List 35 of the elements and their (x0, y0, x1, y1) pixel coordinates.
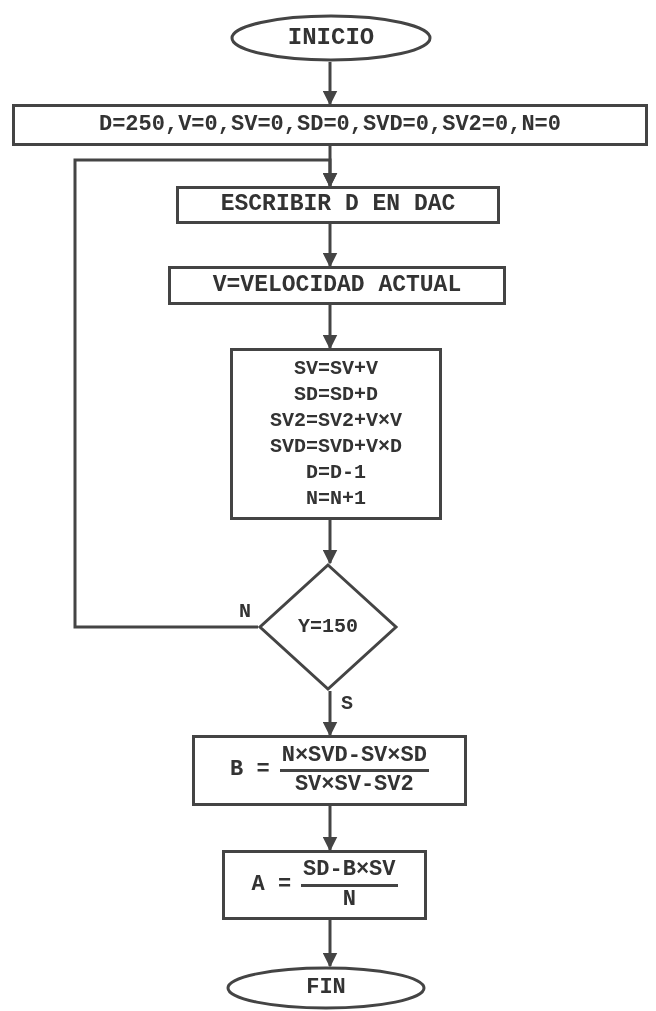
process-text: D=D-1 (306, 460, 366, 486)
flow-arrow (322, 305, 338, 350)
flow-arrow (322, 62, 338, 106)
process-text: V=VELOCIDAD ACTUAL (212, 270, 462, 300)
process-text: N=N+1 (306, 486, 366, 512)
process-box (230, 348, 442, 520)
flow-arrow (322, 691, 338, 737)
terminal-text: INICIO (287, 23, 375, 53)
fraction-numerator: N×SVD-SV×SD (279, 742, 429, 772)
terminal-ellipse (230, 14, 432, 62)
process-text: SV=SV+V (294, 356, 378, 382)
fraction-numerator: SD-B×SV (301, 857, 398, 887)
process-box (168, 266, 506, 305)
flow-arrow (73, 158, 338, 629)
terminal-ellipse (226, 966, 426, 1010)
fraction-denominator: SV×SV-SV2 (294, 772, 414, 799)
formula-lhs: A = (251, 871, 292, 899)
process-box (12, 104, 648, 146)
process-text: ESCRIBIR D EN DAC (220, 190, 456, 220)
process-text: SVD=SVD+V×D (270, 434, 402, 460)
fraction-denominator: N (342, 886, 356, 913)
flow-arrow (322, 806, 338, 852)
formula-box (192, 735, 467, 806)
formula-box (222, 850, 427, 920)
process-text: SV2=SV2+V×V (270, 408, 402, 434)
formula-lhs: B = (230, 757, 270, 784)
terminal-text: FIN (306, 974, 346, 1002)
flow-arrow (322, 520, 338, 565)
decision-diamond (258, 563, 398, 691)
flow-arrow (322, 920, 338, 968)
process-text: D=250,V=0,SV=0,SD=0,SVD=0,SV2=0,N=0 (98, 110, 562, 139)
flow-arrow (322, 224, 338, 268)
process-text: SD=SD+D (294, 382, 378, 408)
condition-text: Y=150 (298, 615, 358, 639)
process-box (176, 186, 500, 224)
